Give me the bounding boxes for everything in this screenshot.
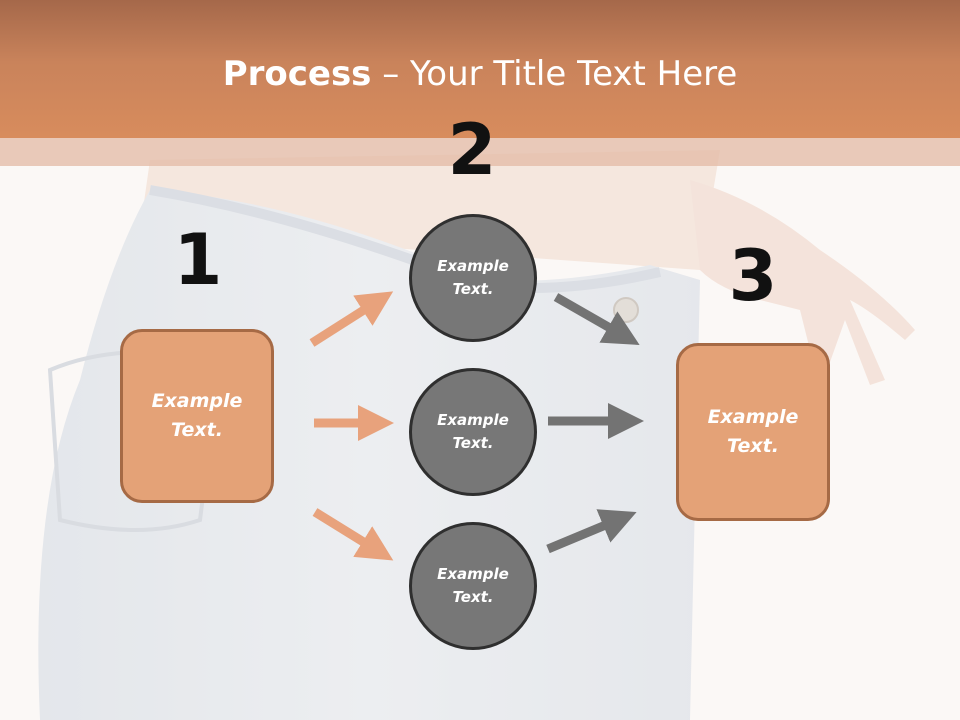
step-1-text: Example Text.: [151, 390, 243, 441]
step-2-circle-middle: Example Text.: [409, 368, 537, 496]
header-bar: [0, 0, 960, 138]
orange-arrow-down: [312, 508, 394, 561]
step-2-circle-bottom: Example Text.: [409, 522, 537, 650]
step-2-circle-middle-text: Example Text.: [437, 411, 509, 452]
step-2-circle-bottom-text: Example Text.: [437, 565, 509, 606]
step-number-1: 1: [173, 219, 223, 301]
slide-title: Process – Your Title Text Here: [0, 52, 960, 96]
orange-arrow-up: [309, 291, 394, 347]
gray-arrow-up: [546, 509, 637, 554]
step-2-circle-top: Example Text.: [409, 214, 537, 342]
header-band: [0, 138, 960, 166]
step-number-2: 2: [447, 109, 497, 191]
title-rest: – Your Title Text Here: [371, 54, 738, 94]
title-bold: Process: [222, 54, 372, 94]
step-3-box: Example Text.: [676, 343, 830, 521]
step-number-3: 3: [728, 235, 778, 317]
step-1-box: Example Text.: [120, 329, 274, 503]
step-2-circle-top-text: Example Text.: [437, 257, 509, 298]
step-3-text: Example Text.: [707, 406, 799, 457]
gray-arrow-down: [553, 293, 640, 345]
